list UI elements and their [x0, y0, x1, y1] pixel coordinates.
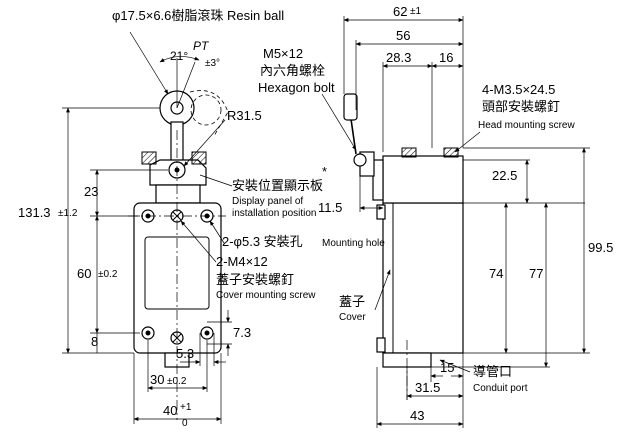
dim-5-3-value: 5.3	[176, 346, 194, 361]
mount-hole-leader	[209, 220, 225, 244]
front-view	[128, 90, 229, 420]
dim-62-value: 62	[393, 4, 407, 19]
label-m5-en: Hexagon bolt	[258, 80, 335, 95]
label-m5-cn: 內六角螺栓	[260, 63, 325, 78]
label-resin-ball: φ17.5×6.6樹脂滾珠 Resin ball	[112, 8, 284, 23]
side-dimensions	[321, 16, 590, 428]
label-display-cn: 安裝位置顯示板	[232, 178, 323, 193]
label-head-screw-en: Head mounting screw	[478, 120, 575, 131]
dim-16-value: 16	[439, 50, 453, 65]
label-m5-spec: M5×12	[263, 46, 303, 61]
label-angle-pm3: ±3°	[205, 58, 220, 69]
dim-40-tol-up: +1	[180, 402, 192, 413]
label-display-en2: installation position	[232, 208, 317, 219]
dim-7-3-value: 7.3	[233, 325, 251, 340]
dim-131-value: 131.3	[18, 205, 51, 220]
dim-23-value: 23	[84, 184, 98, 199]
head-neck	[155, 184, 201, 204]
label-cover-screw-cn: 蓋子安裝螺釘	[216, 272, 294, 287]
angle-21-arc	[159, 56, 200, 63]
resin-ball-leader	[129, 31, 169, 95]
dim-43-value: 43	[410, 408, 424, 423]
dim-74-value: 74	[489, 266, 503, 281]
dim-30-value: 30	[150, 372, 164, 387]
label-mount-hole-en: Mounting hole	[322, 238, 385, 249]
label-head-screw-spec: 4-M3.5×24.5	[482, 82, 555, 97]
label-cover-screw-spec: 2-M4×12	[216, 254, 268, 269]
dim-31-5-value: 31.5	[415, 380, 440, 395]
display-leader	[199, 174, 233, 187]
rotated-lever-outline	[189, 90, 229, 137]
dim-22-5-value: 22.5	[492, 168, 517, 183]
mount-hole-bottom-right-inner	[204, 330, 210, 336]
dim-8-value: 8	[91, 334, 98, 349]
side-head-cap-left	[401, 147, 417, 158]
label-pt: PT	[193, 39, 210, 53]
head-cap-right	[191, 151, 207, 165]
head-cap-left	[141, 151, 157, 165]
side-roller	[343, 93, 358, 121]
side-mount-tab	[376, 204, 386, 220]
label-cover-screw-en: Cover mounting screw	[216, 290, 316, 301]
label-conduit-cn: 導管口	[473, 364, 512, 379]
side-display-plate	[372, 159, 384, 201]
side-shaft-circle	[353, 153, 367, 167]
dim-30-tol: ±0.2	[167, 376, 187, 387]
side-conduit-end	[376, 337, 386, 353]
hex-bolt-leader	[321, 93, 357, 151]
r31-leader	[183, 119, 226, 167]
label-head-screw-cn: 頭部安裝螺釘	[482, 99, 560, 114]
dim-56-value: 56	[396, 28, 410, 43]
label-display-en1: Display panel of	[232, 196, 303, 207]
dim-60-tol: ±0.2	[98, 269, 118, 280]
dim-62-tol: ±1	[410, 6, 421, 17]
label-cover-cn: 蓋子	[339, 294, 365, 309]
dim-28-3-value: 28.3	[386, 50, 411, 65]
rotated-roller	[190, 94, 222, 126]
dim-15-value: 15	[440, 360, 454, 375]
conduit-leader	[439, 359, 471, 373]
dimension-values: 62 ±1 56 28.3 16 22.5 11.5 99.5 74 77 23…	[18, 4, 613, 429]
label-conduit-en: Conduit port	[473, 383, 528, 394]
dim-11-5-value: 11.5	[318, 200, 342, 215]
cover-leader	[374, 269, 391, 311]
head-screw-leader	[454, 131, 481, 153]
label-r315: R31.5	[227, 108, 262, 123]
dim-131-tol: ±1.2	[58, 208, 78, 219]
side-head	[382, 155, 464, 204]
front-dimensions	[62, 31, 233, 424]
label-mount-hole-cn: 2-φ5.3 安裝孔	[222, 234, 303, 249]
label-asterisk: *	[322, 164, 327, 179]
dim-40-value: 40	[163, 403, 177, 418]
mount-hole-bottom-left-inner	[145, 330, 151, 336]
display-window	[144, 236, 210, 310]
cover-screw-leader	[180, 220, 217, 263]
label-angle-21: 21°	[170, 49, 188, 63]
labels: φ17.5×6.6樹脂滾珠 Resin ball PT 21° ±3° R31.…	[112, 8, 575, 394]
dim-60-value: 60	[77, 266, 91, 281]
dim-99-5-value: 99.5	[588, 240, 613, 255]
dim-40-tol-dn: 0	[182, 418, 188, 429]
side-body	[382, 202, 464, 354]
dim-77-value: 77	[529, 266, 543, 281]
side-head-cap-right	[443, 147, 459, 158]
side-view	[343, 93, 464, 400]
label-cover-en: Cover	[339, 312, 366, 323]
